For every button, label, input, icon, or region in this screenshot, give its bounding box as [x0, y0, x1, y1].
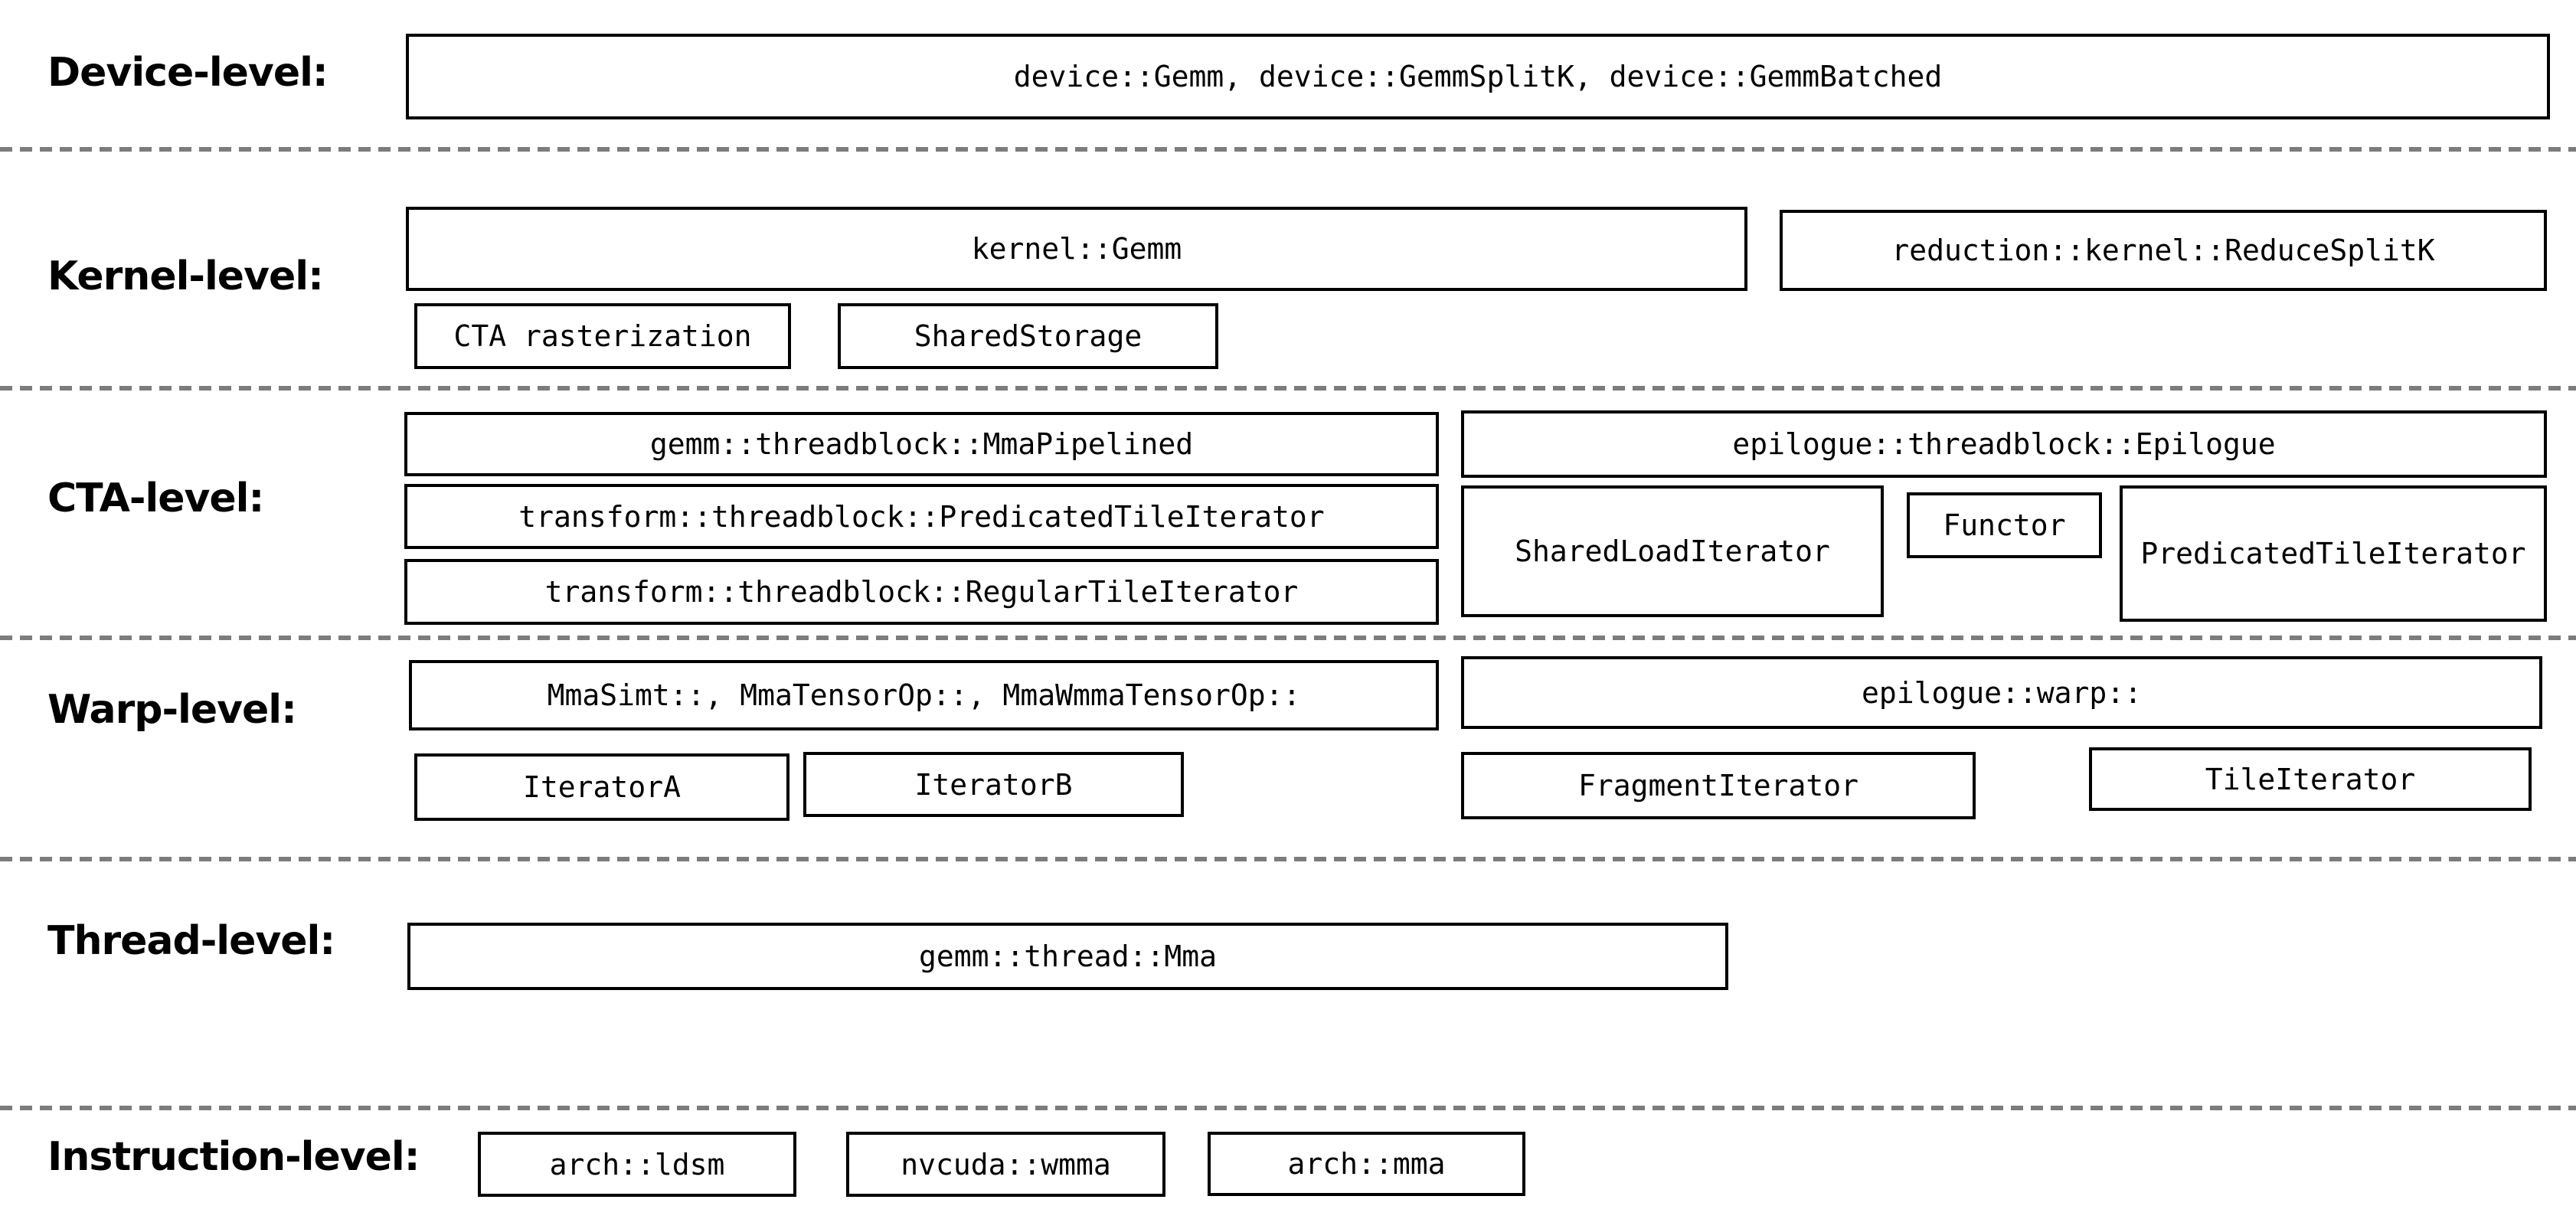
- box-mma-pipelined: gemm::threadblock::MmaPipelined: [404, 412, 1439, 476]
- box-transform-regular-tile-iterator: transform::threadblock::RegularTileItera…: [404, 559, 1439, 625]
- box-iterator-b: IteratorB: [803, 752, 1184, 817]
- row-label-warp-level: Warp-level:: [47, 687, 297, 733]
- separator-dashed-4: [0, 857, 2576, 861]
- box-arch-ldsm: arch::ldsm: [478, 1132, 796, 1197]
- box-gemm-thread-mma: gemm::thread::Mma: [407, 923, 1728, 990]
- row-label-kernel-level: Kernel-level:: [47, 253, 324, 299]
- box-shared-load-iterator: SharedLoadIterator: [1461, 485, 1884, 617]
- box-functor: Functor: [1907, 492, 2102, 558]
- row-label-instruction-level: Instruction-level:: [47, 1134, 420, 1180]
- row-label-thread-level: Thread-level:: [47, 918, 335, 964]
- box-shared-storage: SharedStorage: [838, 303, 1218, 369]
- separator-dashed-5: [0, 1106, 2576, 1110]
- separator-dashed-2: [0, 386, 2576, 391]
- row-label-device-level: Device-level:: [47, 50, 329, 96]
- box-transform-predicated-tile-iterator: transform::threadblock::PredicatedTileIt…: [404, 484, 1439, 549]
- box-epilogue-warp: epilogue::warp::: [1461, 656, 2542, 729]
- box-kernel-gemm: kernel::Gemm: [406, 207, 1747, 291]
- box-cta-rasterization: CTA rasterization: [414, 303, 791, 369]
- box-arch-mma: arch::mma: [1208, 1132, 1525, 1196]
- row-label-cta-level: CTA-level:: [47, 476, 264, 521]
- box-nvcuda-wmma: nvcuda::wmma: [846, 1132, 1165, 1197]
- box-tile-iterator: TileIterator: [2089, 747, 2532, 811]
- box-iterator-a: IteratorA: [414, 753, 789, 821]
- box-device-gemm-apis: device::Gemm, device::GemmSplitK, device…: [406, 34, 2550, 119]
- separator-dashed-1: [0, 147, 2576, 152]
- separator-dashed-3: [0, 636, 2576, 640]
- box-epilogue-threadblock: epilogue::threadblock::Epilogue: [1461, 410, 2547, 478]
- box-fragment-iterator: FragmentIterator: [1461, 752, 1976, 819]
- box-warp-mma-ops: MmaSimt::, MmaTensorOp::, MmaWmmaTensorO…: [409, 660, 1439, 730]
- box-reduce-splitk: reduction::kernel::ReduceSplitK: [1780, 210, 2547, 291]
- box-epilogue-predicated-tile-iterator: PredicatedTileIterator: [2120, 485, 2547, 622]
